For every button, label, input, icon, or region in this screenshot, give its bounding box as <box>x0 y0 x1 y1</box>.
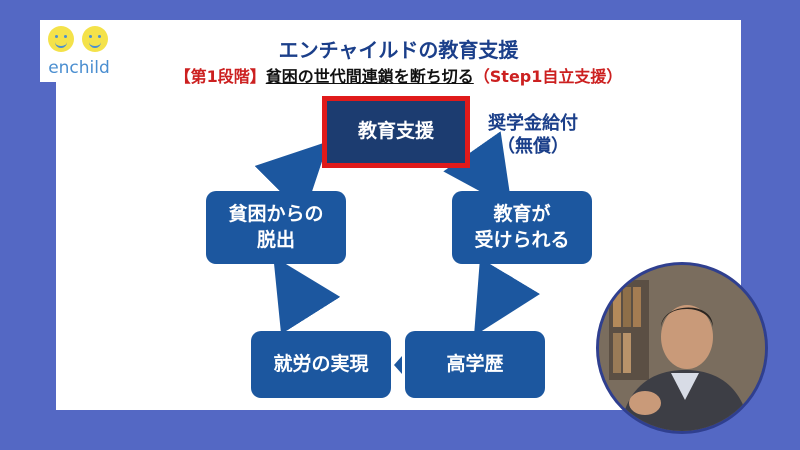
subtitle-bracket: 【第1段階】 <box>174 67 266 86</box>
box-line-2: 受けられる <box>474 228 570 251</box>
box-line-2: 脱出 <box>256 228 295 251</box>
box-line-1: 教育が <box>493 202 551 225</box>
subtitle-paren: （Step1自立支援） <box>473 67 623 86</box>
smiley-face-icon <box>82 26 108 52</box>
cycle-box-receive-education: 教育が 受けられる <box>452 191 592 264</box>
subtitle-main: 貧困の世代間連鎖を断ち切る <box>265 67 474 86</box>
cycle-box-escape-poverty: 貧困からの 脱出 <box>206 191 346 264</box>
cycle-box-employment: 就労の実現 <box>251 331 391 398</box>
cycle-box-education-support: 教育支援 <box>322 96 470 168</box>
slide-subtitle: 【第1段階】貧困の世代間連鎖を断ち切る（Step1自立支援） <box>56 63 741 87</box>
arrow-bottom-to-left <box>273 256 341 335</box>
scholarship-note: 奨学金給付 （無償） <box>478 112 588 159</box>
smiley-face-icon <box>48 26 74 52</box>
logo-brand-text: enchild <box>48 58 110 78</box>
arrow-right-to-bottom <box>473 257 541 337</box>
arrow-top-to-right <box>443 131 513 209</box>
note-line-2: （無償） <box>497 136 569 158</box>
cycle-box-higher-education: 高学歴 <box>405 331 545 398</box>
box-line-1: 貧困からの <box>228 202 324 225</box>
enchild-logo: enchild <box>40 20 118 82</box>
arrow-head-bottom <box>394 356 402 374</box>
slide-title: エンチャイルドの教育支援 <box>278 38 519 62</box>
presenter-video-image <box>596 262 768 434</box>
note-line-1: 奨学金給付 <box>488 113 578 134</box>
arrow-left-to-top <box>254 141 329 216</box>
